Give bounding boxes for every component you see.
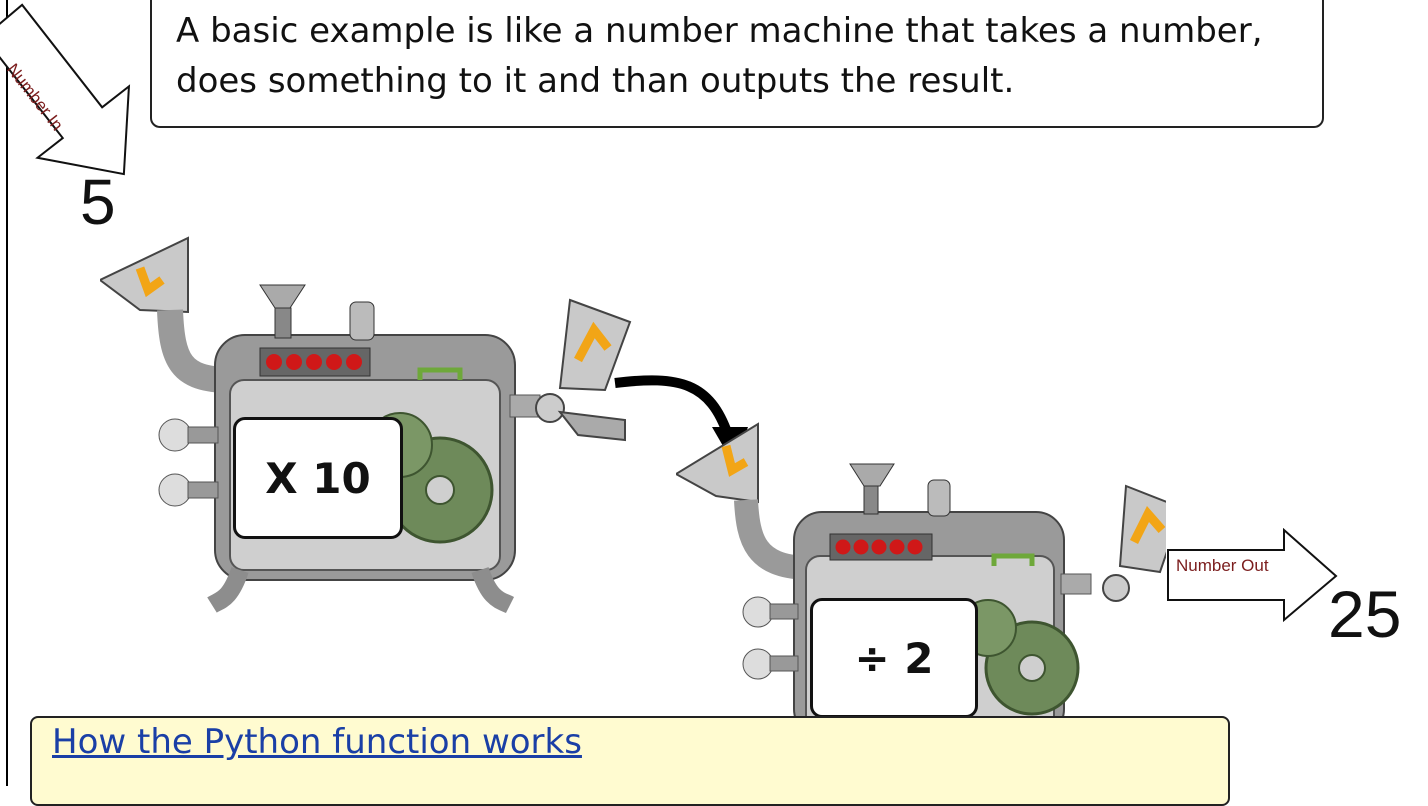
left-frame-line (6, 0, 8, 786)
number-out-arrow (1167, 528, 1338, 623)
python-function-link[interactable]: How the Python function works (52, 722, 582, 762)
number-out-label: Number Out (1176, 556, 1269, 575)
output-number: 25 (1328, 577, 1402, 651)
intro-text-box: A basic example is like a number machine… (150, 0, 1324, 128)
input-number: 5 (80, 166, 116, 238)
intro-line-1: A basic example is like a number machine… (176, 11, 1263, 51)
machine-2-operation-card: ÷ 2 (810, 598, 978, 718)
number-in-arrow (0, 3, 131, 176)
machine-1-operation-card: X 10 (233, 417, 403, 539)
intro-line-2: does something to it and than outputs th… (176, 61, 1015, 101)
